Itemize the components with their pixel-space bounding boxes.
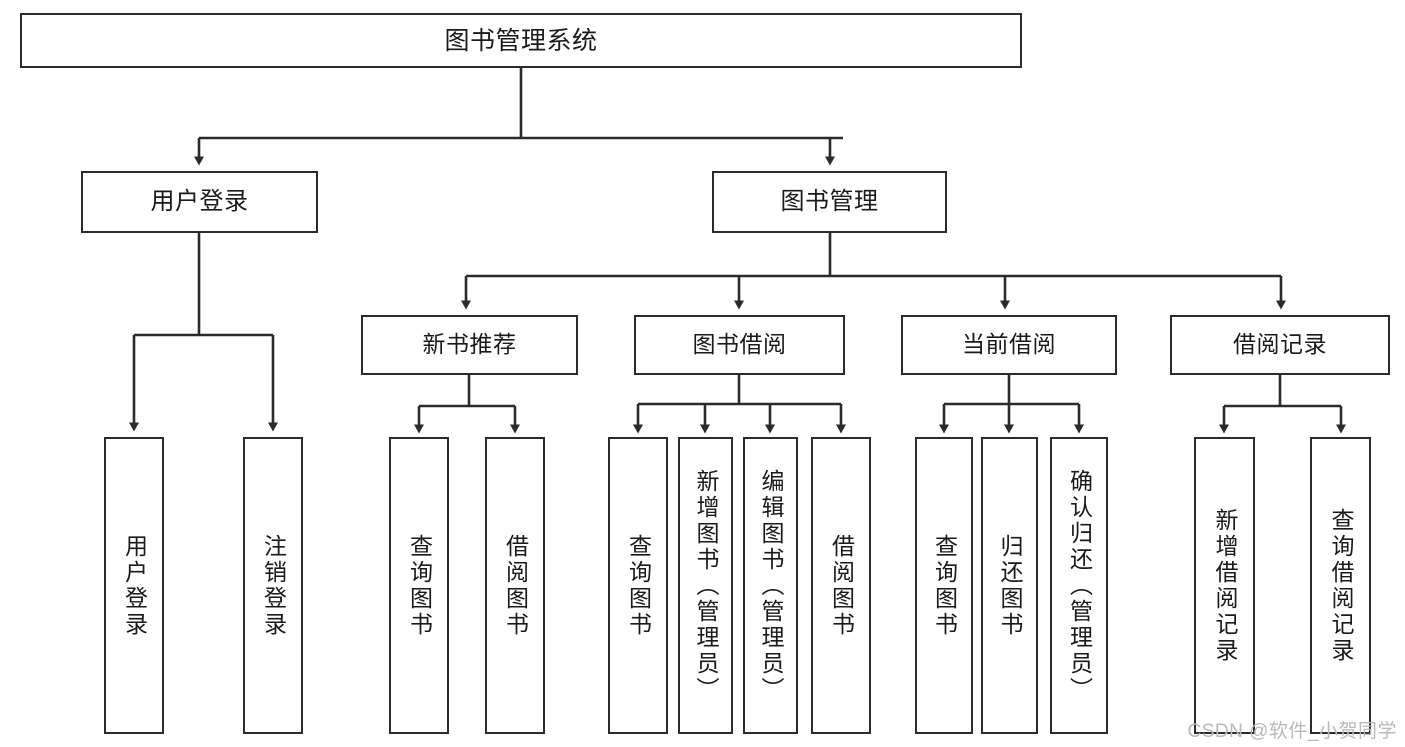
leaf-book-borrow-add-book-admin[interactable]: 新增图书（管理员）	[678, 437, 733, 734]
node-label: 查询图书	[625, 533, 652, 638]
node-label: 查询图书	[406, 533, 433, 638]
leaf-book-borrow-query-book[interactable]: 查询图书	[608, 437, 668, 734]
node-label: 用户登录	[150, 187, 249, 215]
node-label: 归还图书	[997, 533, 1023, 638]
node-label: 图书管理系统	[444, 26, 598, 55]
leaf-user-login-logout[interactable]: 注销登录	[243, 437, 303, 734]
node-root-system[interactable]: 图书管理系统	[20, 13, 1022, 68]
node-label: 注销登录	[260, 533, 287, 638]
node-label: 查询借阅记录	[1328, 507, 1354, 664]
leaf-borrow-record-query-record[interactable]: 查询借阅记录	[1310, 437, 1371, 734]
leaf-borrow-record-add-record[interactable]: 新增借阅记录	[1194, 437, 1255, 734]
node-label: 当前借阅	[962, 331, 1056, 358]
leaf-current-borrow-return-book[interactable]: 归还图书	[981, 437, 1038, 734]
node-borrow-record[interactable]: 借阅记录	[1170, 315, 1390, 375]
node-book-borrow[interactable]: 图书借阅	[634, 315, 845, 375]
leaf-new-book-query-book[interactable]: 查询图书	[389, 437, 449, 734]
leaf-new-book-borrow-book[interactable]: 借阅图书	[485, 437, 545, 734]
leaf-current-borrow-confirm-return-admin[interactable]: 确认归还（管理员）	[1050, 437, 1108, 734]
node-label: 借阅图书	[828, 533, 855, 638]
leaf-current-borrow-query-book[interactable]: 查询图书	[915, 437, 973, 734]
node-label: 编辑图书（管理员）	[758, 468, 784, 703]
node-label: 查询图书	[931, 533, 958, 638]
node-label: 确认归还（管理员）	[1066, 468, 1093, 703]
node-label: 新增图书（管理员）	[693, 468, 719, 703]
csdn-watermark: CSDN @软件_小贺同学	[1187, 721, 1397, 742]
leaf-book-borrow-borrow-book[interactable]: 借阅图书	[811, 437, 871, 734]
node-label: 借阅图书	[502, 533, 529, 638]
node-current-borrow[interactable]: 当前借阅	[901, 315, 1117, 375]
node-label: 新书推荐	[422, 331, 517, 358]
node-label: 用户登录	[121, 533, 148, 638]
leaf-user-login-login[interactable]: 用户登录	[104, 437, 164, 734]
node-label: 新增借阅记录	[1212, 507, 1238, 664]
leaf-book-borrow-edit-book-admin[interactable]: 编辑图书（管理员）	[743, 437, 798, 734]
node-label: 图书借阅	[692, 331, 787, 358]
node-label: 借阅记录	[1233, 331, 1327, 358]
node-book-management[interactable]: 图书管理	[712, 171, 947, 233]
node-user-login[interactable]: 用户登录	[81, 171, 318, 233]
node-label: 图书管理	[780, 187, 879, 215]
node-new-book-recommend[interactable]: 新书推荐	[361, 315, 578, 375]
